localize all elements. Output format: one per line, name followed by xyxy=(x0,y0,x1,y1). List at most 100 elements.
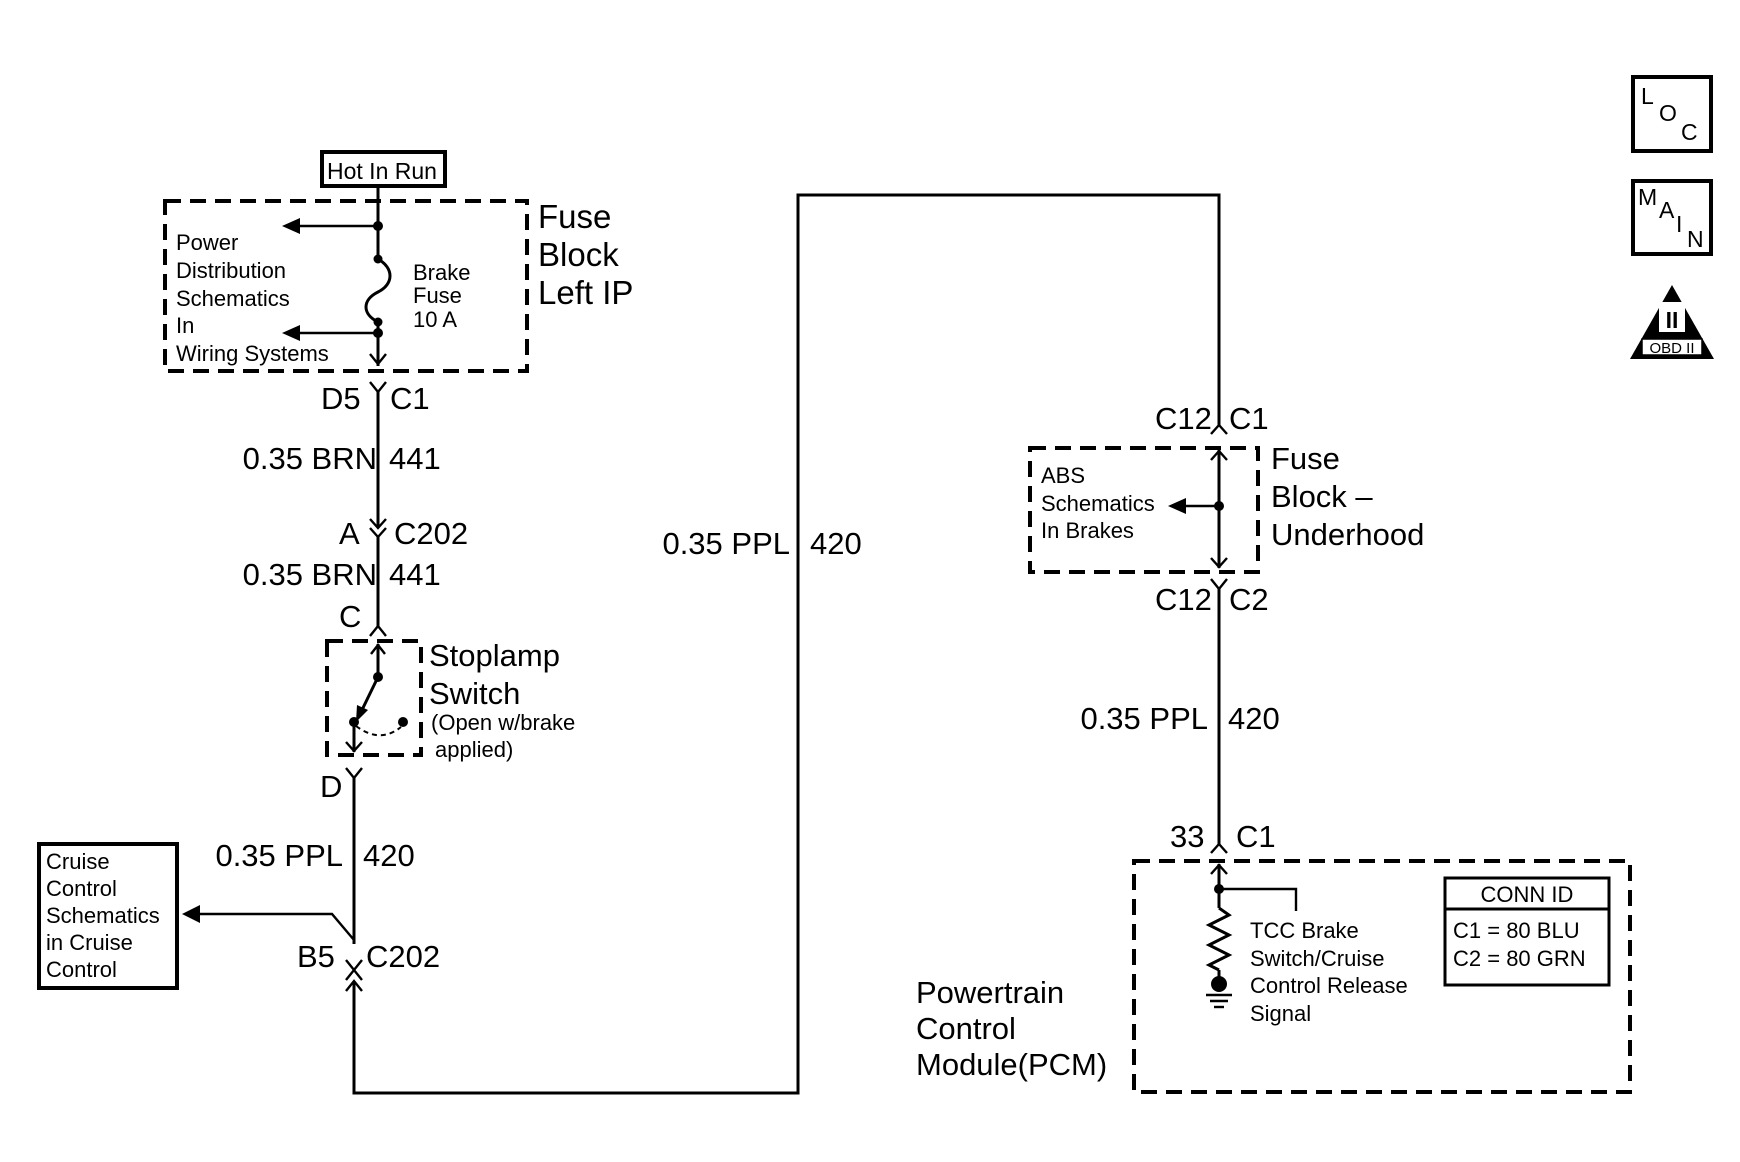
hot-in-run-box xyxy=(320,150,447,188)
hot-in-run-label: Hot In Run xyxy=(327,158,437,184)
pcm-title-1: Powertrain xyxy=(916,975,1064,1010)
obd-ii-icon[interactable]: II OBD II xyxy=(1630,285,1714,359)
connector-fork-icon xyxy=(345,968,363,981)
wire-brn-441-lower-circuit: 441 xyxy=(389,557,441,592)
loc-icon[interactable]: L O C xyxy=(1631,75,1713,153)
connector-c1-pcm-label: C1 xyxy=(1236,819,1276,854)
power-distribution-ref-4: In xyxy=(176,313,194,338)
obd-ii-label: OBD II xyxy=(1649,340,1694,357)
switch-blade xyxy=(359,676,380,713)
wire-brn-441-upper-circuit: 441 xyxy=(389,441,441,476)
obd-ii-label-box xyxy=(1641,338,1703,356)
connector-fork-icon xyxy=(1210,578,1228,591)
connector-fork-icon xyxy=(1210,842,1228,854)
fuse-block-left-ip-title-2: Block xyxy=(538,236,619,273)
stoplamp-switch-note-1: (Open w/brake xyxy=(431,710,575,735)
wire-ppl-420-mid-gauge: 0.35 PPL xyxy=(662,526,790,561)
brake-fuse-label-3: 10 A xyxy=(413,307,457,332)
conn-id-table xyxy=(1443,876,1611,987)
connector-b5-label: B5 xyxy=(297,939,335,974)
pcm-title-3: Module(PCM) xyxy=(916,1047,1107,1082)
wire-ppl-420-mid-circuit: 420 xyxy=(810,526,862,561)
connector-c2-fbu-label: C2 xyxy=(1229,582,1269,617)
fuse-block-underhood-title-3: Underhood xyxy=(1271,517,1424,552)
main-icon-m: M xyxy=(1638,184,1657,210)
wire-ppl-420-left-gauge: 0.35 PPL xyxy=(215,838,343,873)
main-icon-frame xyxy=(1631,179,1713,256)
cruise-control-ref-2: Control xyxy=(46,876,117,901)
connector-fork-icon xyxy=(369,381,387,394)
pcm-outline xyxy=(1132,859,1632,1094)
cruise-control-ref-box xyxy=(37,842,179,990)
connector-d5-label: D5 xyxy=(321,381,361,416)
arrow-up-icon xyxy=(1210,863,1228,875)
fuse-block-left-ip-title-3: Left IP xyxy=(538,274,633,311)
pcm-signal-1: TCC Brake xyxy=(1250,918,1359,943)
brake-fuse-label-1: Brake xyxy=(413,260,470,285)
connector-c1-label: C1 xyxy=(390,381,430,416)
cruise-control-ref-5: Control xyxy=(46,957,117,982)
switch-contact-dot xyxy=(398,717,408,727)
arrow-down-icon xyxy=(356,705,368,722)
brake-fuse-label-2: Fuse xyxy=(413,283,462,308)
main-icon-i: I xyxy=(1676,211,1682,237)
pcm-title-2: Control xyxy=(916,1011,1016,1046)
wire-ppl-420-loop xyxy=(352,193,1221,1095)
fuse-block-underhood-outline xyxy=(1028,446,1260,574)
conn-id-header: CONN ID xyxy=(1481,882,1574,907)
loc-icon-l: L xyxy=(1641,83,1654,109)
connector-fork-icon xyxy=(369,624,387,637)
arrow-up-icon xyxy=(370,643,386,655)
pcm-signal-2: Switch/Cruise xyxy=(1250,946,1384,971)
power-distribution-ref-2: Distribution xyxy=(176,258,286,283)
main-icon-n: N xyxy=(1687,226,1704,252)
arrow-down-icon xyxy=(369,353,387,366)
connector-fork-icon xyxy=(1210,423,1228,435)
pcm-signal-3: Control Release xyxy=(1250,973,1408,998)
power-distribution-ref-1: Power xyxy=(176,230,238,255)
loc-icon-frame xyxy=(1631,75,1713,153)
abs-ref-3: In Brakes xyxy=(1041,518,1134,543)
abs-ref-1: ABS xyxy=(1041,463,1085,488)
stoplamp-switch-title-2: Switch xyxy=(429,676,520,711)
fuse-block-underhood-title-2: Block – xyxy=(1271,479,1373,514)
wire-ppl-420-right-circuit: 420 xyxy=(1228,701,1280,736)
obd-ii-numeral: II xyxy=(1666,307,1679,333)
stoplamp-switch-note-2: applied) xyxy=(435,737,513,762)
cruise-control-branch xyxy=(198,912,355,941)
cruise-control-ref-1: Cruise xyxy=(46,849,110,874)
connector-pin-33-label: 33 xyxy=(1170,819,1204,854)
main-icon[interactable]: M A I N xyxy=(1631,179,1713,256)
stoplamp-switch-outline xyxy=(325,639,423,757)
pcm-sense-lead xyxy=(1219,887,1298,911)
brake-fuse-symbol xyxy=(364,257,392,324)
connector-c12-upper-label: C12 xyxy=(1155,401,1212,436)
conn-id-row-2: C2 = 80 GRN xyxy=(1453,946,1586,971)
ground-node-dot xyxy=(1211,976,1227,992)
arrow-up-icon xyxy=(1210,449,1228,461)
power-distribution-ref-5: Wiring Systems xyxy=(176,341,329,366)
arrow-left-icon xyxy=(182,905,200,923)
pull-down-resistor-icon xyxy=(1205,906,1233,972)
cruise-control-ref-4: in Cruise xyxy=(46,930,133,955)
main-icon-a: A xyxy=(1659,197,1675,223)
wire-ppl-420-left-circuit: 420 xyxy=(363,838,415,873)
connector-c202-b-label: C202 xyxy=(366,939,440,974)
stoplamp-switch-title-1: Stoplamp xyxy=(429,638,560,673)
connector-d-label: D xyxy=(320,769,342,804)
connector-c1-fbu-label: C1 xyxy=(1229,401,1269,436)
cruise-control-ref-3: Schematics xyxy=(46,903,160,928)
fuse-block-left-ip-outline xyxy=(163,199,529,373)
splice-dot xyxy=(373,328,383,338)
abs-ref-2: Schematics xyxy=(1041,491,1155,516)
connector-c12-lower-label: C12 xyxy=(1155,582,1212,617)
connector-a-label: A xyxy=(339,516,360,551)
wire-ppl-420-right-gauge: 0.35 PPL xyxy=(1080,701,1208,736)
connector-c202-a-label: C202 xyxy=(394,516,468,551)
arrow-left-icon xyxy=(282,325,300,341)
arrow-down-icon xyxy=(1210,557,1228,569)
connector-c-label: C xyxy=(339,599,361,634)
arrow-left-icon xyxy=(282,218,300,234)
